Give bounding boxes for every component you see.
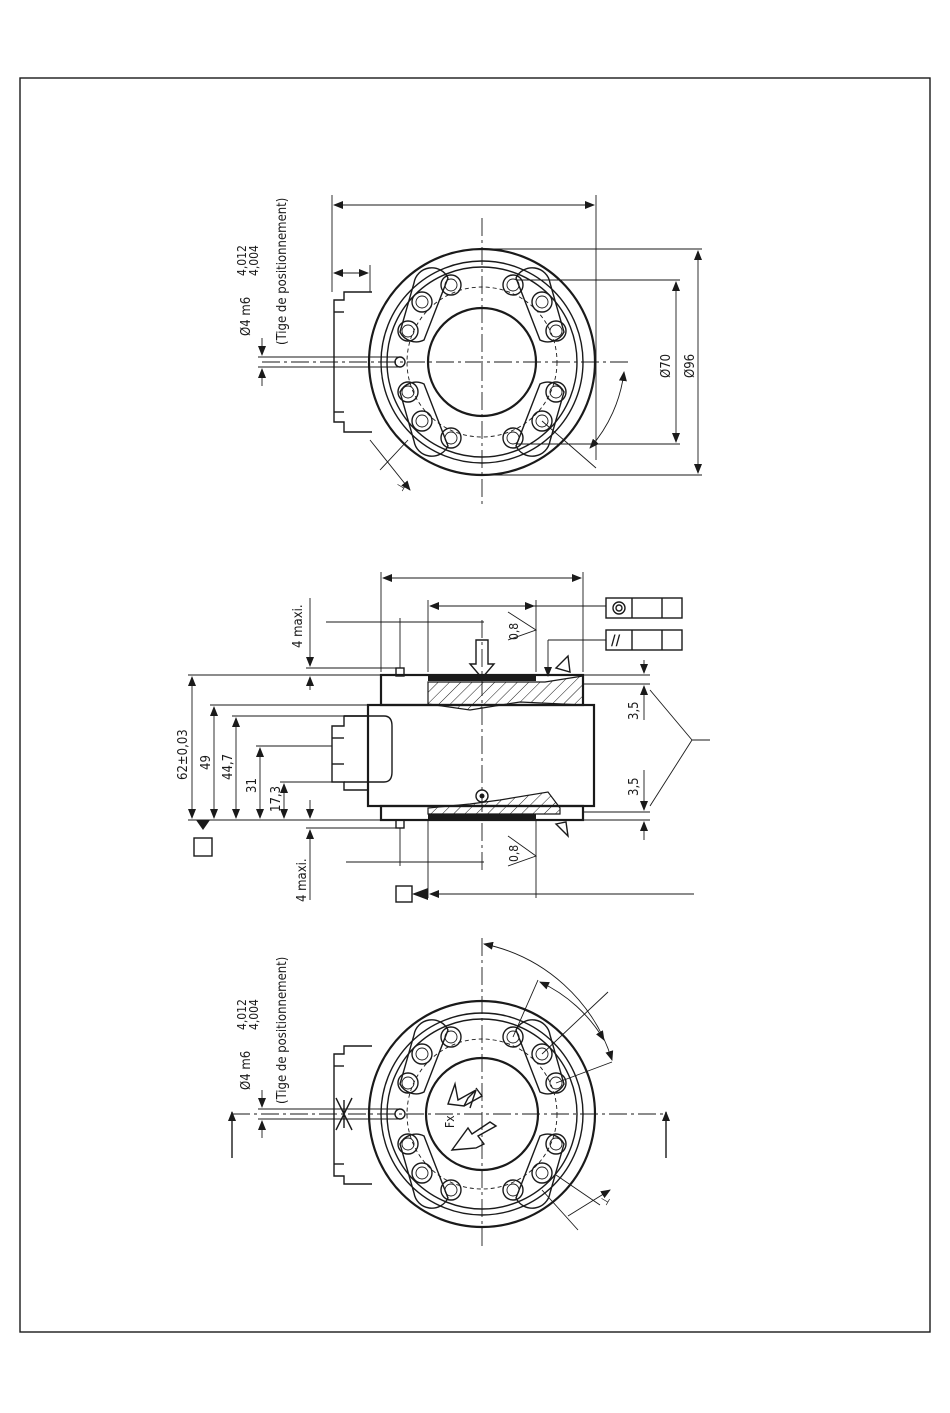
force-label: Fx bbox=[443, 1115, 457, 1128]
dim-62: 62±0,03 bbox=[176, 729, 191, 780]
dim-35-bottom: 3,5 bbox=[627, 777, 642, 796]
tol-parallel-symbol: // bbox=[611, 633, 621, 649]
pin-tol-lower-top: 4,004 bbox=[247, 245, 261, 276]
dim-49: 49 bbox=[199, 755, 214, 770]
dim-17: 17,3 bbox=[269, 786, 284, 812]
side-view: // 0,8 0,8 62±0,03 49 44,7 31 17,3 4 m bbox=[176, 572, 710, 902]
pin-note-bottom: (Tige de positionnement) bbox=[275, 957, 290, 1104]
max-top-label: 4 maxi. bbox=[291, 604, 306, 648]
bottom-view: Fx ⊥ Ø4 m6 4,012 4,004 (Tige de position… bbox=[232, 938, 666, 1246]
top-view: Ø70 Ø96 ⊥ Ø4 m6 4,012 4,004 (Tige de pos… bbox=[235, 195, 702, 506]
pin-note-top: (Tige de positionnement) bbox=[275, 198, 290, 345]
dim-44: 44,7 bbox=[221, 754, 236, 780]
dim-35-top: 3,5 bbox=[627, 701, 642, 720]
max-bottom-label: 4 maxi. bbox=[295, 858, 310, 902]
pin-tol-lower-bottom: 4,004 bbox=[247, 999, 261, 1030]
angle-tick-bottom: ⊥ bbox=[597, 1194, 613, 1208]
pin-label-bottom: Ø4 m6 bbox=[239, 1051, 254, 1090]
dia-inner-label: Ø70 bbox=[659, 354, 674, 378]
angle-tick-top: ⊥ bbox=[393, 480, 409, 494]
tol-frame-concentric bbox=[606, 598, 682, 618]
dim-31: 31 bbox=[245, 778, 260, 793]
pin-label-top: Ø4 m6 bbox=[239, 297, 254, 336]
dia-outer-label: Ø96 bbox=[683, 354, 698, 378]
roughness-bottom: 0,8 bbox=[507, 845, 521, 862]
